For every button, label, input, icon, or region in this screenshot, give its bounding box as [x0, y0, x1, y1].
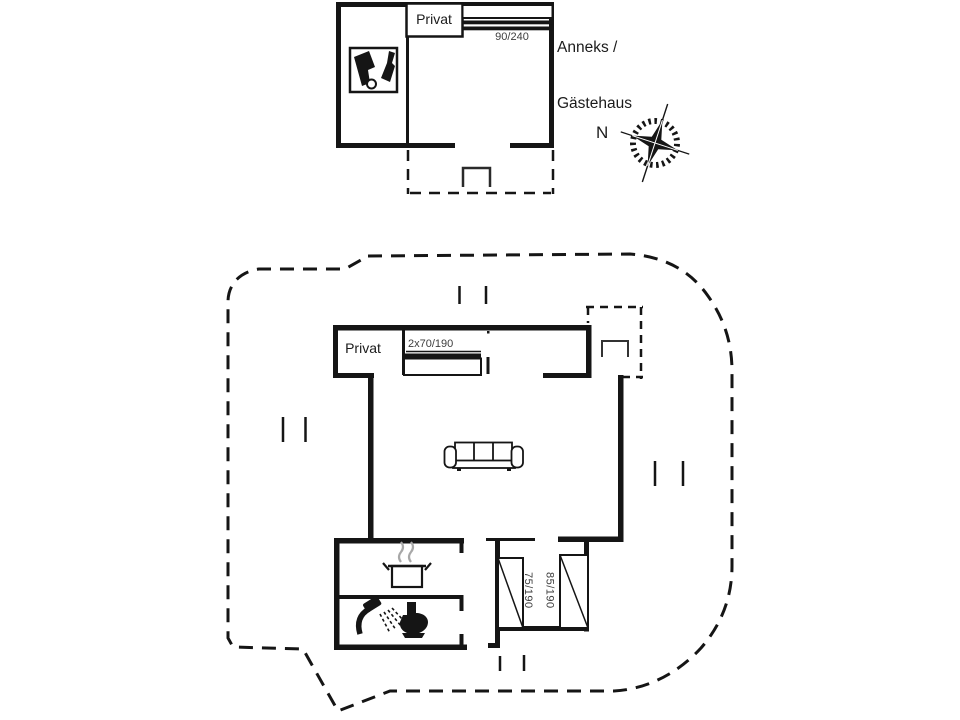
annex-title-line1: Anneks /: [557, 39, 618, 56]
double-bed-size-label: 2x70/190: [408, 338, 454, 350]
terrace-marker-right: [653, 461, 685, 486]
annex-room-label: Privat: [416, 11, 452, 27]
annex-bed-size-label: 90/240: [495, 31, 529, 43]
bed-right-size-label: 85/190: [543, 572, 556, 609]
porch-dashed: [586, 305, 643, 379]
terrace-marker-bottom: [498, 655, 526, 671]
double-bed-icon: [403, 350, 482, 376]
annex-building: [336, 2, 554, 148]
annex-title: Anneks / Gästehaus: [557, 2, 632, 150]
annex-terrace-dashed: [406, 150, 555, 195]
compass-rose-icon: [620, 103, 690, 183]
porch-door-symbol: [601, 340, 629, 357]
house-room-label: Privat: [345, 340, 381, 356]
bed-left-size-label: 75/190: [522, 572, 534, 609]
terrace-marker-top: [458, 286, 488, 304]
bed-right-icon: [559, 554, 589, 629]
sofa-icon: [443, 441, 524, 471]
annex-privat-room-box: [405, 2, 464, 38]
steam-icon: [397, 541, 415, 563]
annex-title-line2: Gästehaus: [557, 94, 632, 112]
toilet-icon: [399, 602, 428, 638]
terrace-marker-ticks: [281, 286, 685, 671]
annex-door-symbol: [461, 166, 492, 187]
shower-icon: [355, 596, 405, 635]
bed-left-icon: [497, 557, 524, 629]
compass-north-label: N: [596, 123, 609, 142]
terrace-marker-left: [281, 417, 307, 442]
bottle-and-glass-icon: [348, 46, 399, 94]
cooking-pot-icon: [382, 541, 432, 589]
annex-bed-icon: [461, 4, 554, 31]
site-boundary-dashed: [226, 252, 734, 713]
